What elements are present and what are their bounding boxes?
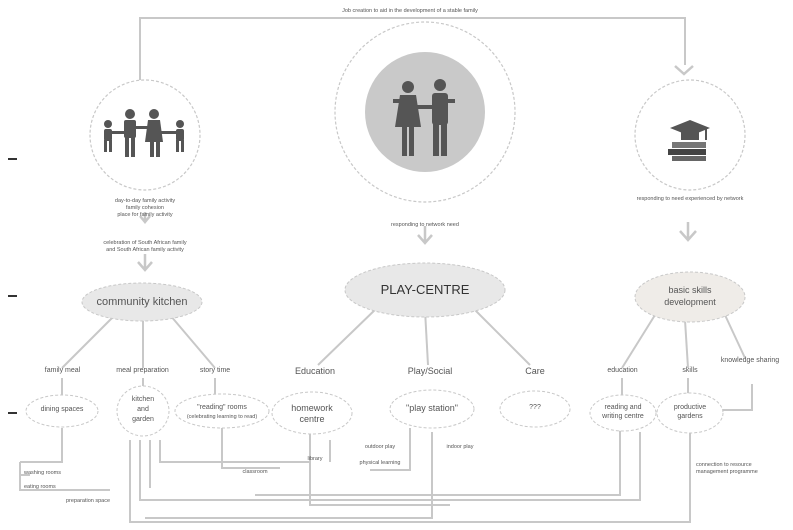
branch-right-education: education xyxy=(607,367,638,374)
dining-spaces-node[interactable] xyxy=(25,394,99,428)
play-centre-node[interactable] xyxy=(344,262,506,318)
left-desc-3: place for family activity xyxy=(117,212,173,218)
productive-gardens-node[interactable] xyxy=(656,392,724,434)
homework-label-2: centre xyxy=(299,414,325,424)
washing-rooms-label: washing rooms xyxy=(24,470,61,476)
basic-skills-node[interactable] xyxy=(634,271,746,323)
top-caption: Job creation to aid in the development o… xyxy=(342,8,478,14)
left-celebration-1: celebration of South African family xyxy=(103,240,187,246)
family-circle xyxy=(89,79,201,191)
arrow-down-icon xyxy=(137,65,697,272)
right-branch-lines xyxy=(621,314,746,369)
branch-knowledge-sharing: knowledge sharing xyxy=(720,357,780,364)
stage-marker-middle xyxy=(8,295,17,297)
branch-skills: skills xyxy=(682,367,698,374)
dining-spaces-label: dining spaces xyxy=(40,406,84,413)
kitchen-label-2: and xyxy=(137,406,149,413)
play-centre-label: PLAY-CENTRE xyxy=(380,282,470,297)
play-station-label: "play station" xyxy=(406,403,458,413)
eating-rooms-label: eating rooms xyxy=(24,484,56,490)
reading-rooms-node[interactable] xyxy=(174,393,270,429)
branch-education: Education xyxy=(294,366,336,376)
branch-care: Care xyxy=(525,366,545,376)
right-desc: responding to need experienced by networ… xyxy=(636,196,744,202)
kitchen-garden-node[interactable] xyxy=(116,385,170,437)
community-kitchen-label: community kitchen xyxy=(96,296,188,308)
reading-writing-label-2: writing centre xyxy=(602,413,644,420)
indoor-play-label: indoor play xyxy=(446,444,474,450)
play-station-node[interactable] xyxy=(389,389,475,429)
center-desc: responding to network need xyxy=(391,222,459,228)
top-connector xyxy=(139,17,686,80)
care-label: ??? xyxy=(529,404,541,411)
couple-inner-circle xyxy=(365,52,485,172)
care-node[interactable] xyxy=(499,390,571,428)
branch-meal-preparation: meal preparation xyxy=(116,367,169,374)
center-branch-lines xyxy=(317,304,531,366)
left-desc-1: day-to-day family activity xyxy=(114,198,176,204)
reading-rooms-sub: (celebrating learning to read) xyxy=(186,414,258,420)
connection-label-2: management programme xyxy=(696,469,758,475)
library-label: library xyxy=(307,456,323,462)
kitchen-label-1: kitchen xyxy=(131,396,155,403)
family-icon xyxy=(104,109,184,157)
graduation-books-icon xyxy=(668,120,710,161)
classroom-label: classroom xyxy=(242,469,268,475)
left-desc-2: family cohesion xyxy=(126,205,164,211)
basic-skills-label-2: development xyxy=(664,297,716,307)
reading-writing-node[interactable] xyxy=(589,394,657,432)
homework-label-1: homework xyxy=(291,403,333,413)
basic-skills-label-1: basic skills xyxy=(668,285,712,295)
connection-label-1: connection to resource xyxy=(696,462,752,468)
homework-centre-node[interactable] xyxy=(271,391,353,435)
reading-rooms-label: "reading" rooms xyxy=(197,404,247,411)
branch-story-time: story time xyxy=(199,367,231,374)
branch-node-lines xyxy=(61,378,753,411)
branch-family-meal: family meal xyxy=(44,367,81,374)
branch-play-social: Play/Social xyxy=(407,366,453,376)
physical-learning-label: physical learning xyxy=(359,460,401,466)
left-celebration-2: and South African family activity xyxy=(106,247,184,253)
bottom-network-lines xyxy=(19,426,691,523)
productive-gardens-label-2: gardens xyxy=(677,413,703,420)
productive-gardens-label-1: productive xyxy=(673,404,707,411)
community-kitchen-node[interactable] xyxy=(81,282,203,322)
kitchen-label-3: garden xyxy=(132,416,154,423)
reading-writing-label-1: reading and xyxy=(604,404,642,411)
stage-marker-bottom xyxy=(8,412,17,414)
preparation-space-label: preparation space xyxy=(66,498,111,504)
couple-icon xyxy=(393,79,455,156)
outdoor-play-label: outdoor play xyxy=(364,444,396,450)
stage-marker-top xyxy=(8,158,17,160)
left-branch-lines xyxy=(61,314,216,369)
